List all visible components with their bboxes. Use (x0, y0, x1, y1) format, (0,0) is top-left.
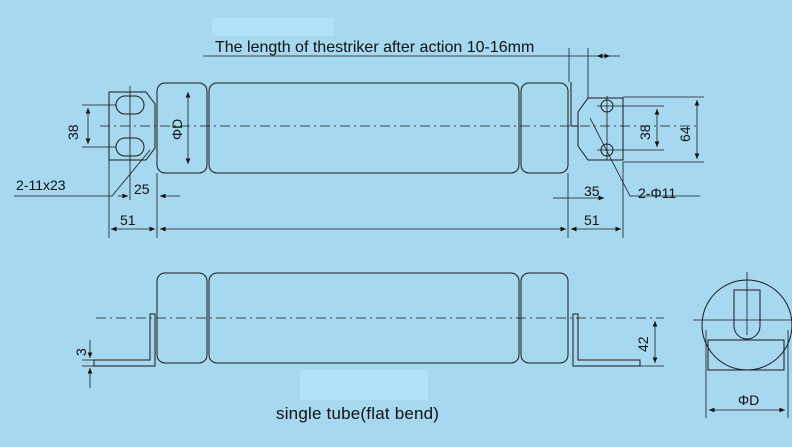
side-left-cap (156, 272, 208, 364)
highlight-box (212, 18, 334, 36)
end-view-slot (733, 289, 761, 340)
top-view (14, 48, 704, 238)
label-51-left: 51 (120, 212, 136, 228)
side-right-bracket (572, 313, 641, 367)
side-view (82, 272, 664, 388)
label-51-right: 51 (584, 212, 600, 228)
label-25: 25 (134, 181, 150, 197)
striker-note: The length of thestriker after action 10… (215, 39, 534, 56)
label-38-left: 38 (65, 124, 81, 140)
slot-spec-leader (14, 149, 151, 197)
label-35: 35 (584, 183, 600, 199)
end-view-base (707, 339, 785, 371)
side-left-bracket (93, 313, 156, 367)
right-end-cap (520, 82, 569, 174)
drawing-caption: single tube(flat bend) (276, 404, 440, 423)
right-bracket-plate (577, 97, 624, 161)
side-right-cap (520, 272, 569, 364)
label-64: 64 (677, 126, 693, 142)
fuse-tube-body (208, 82, 520, 174)
end-view (693, 272, 792, 418)
hole-spec-leader (589, 117, 700, 197)
label-42: 42 (635, 336, 651, 352)
label-slot-spec: 2-11x23 (16, 177, 66, 193)
label-3: 3 (73, 348, 89, 356)
left-end-cap (156, 82, 208, 174)
label-hole-spec: 2-Φ11 (638, 185, 676, 201)
label-38-right: 38 (637, 124, 653, 140)
side-tube-body (208, 272, 520, 364)
highlight-box-bottom (300, 370, 428, 400)
label-phid-top: ΦD (169, 119, 185, 140)
label-phid-end: ΦD (738, 392, 759, 408)
